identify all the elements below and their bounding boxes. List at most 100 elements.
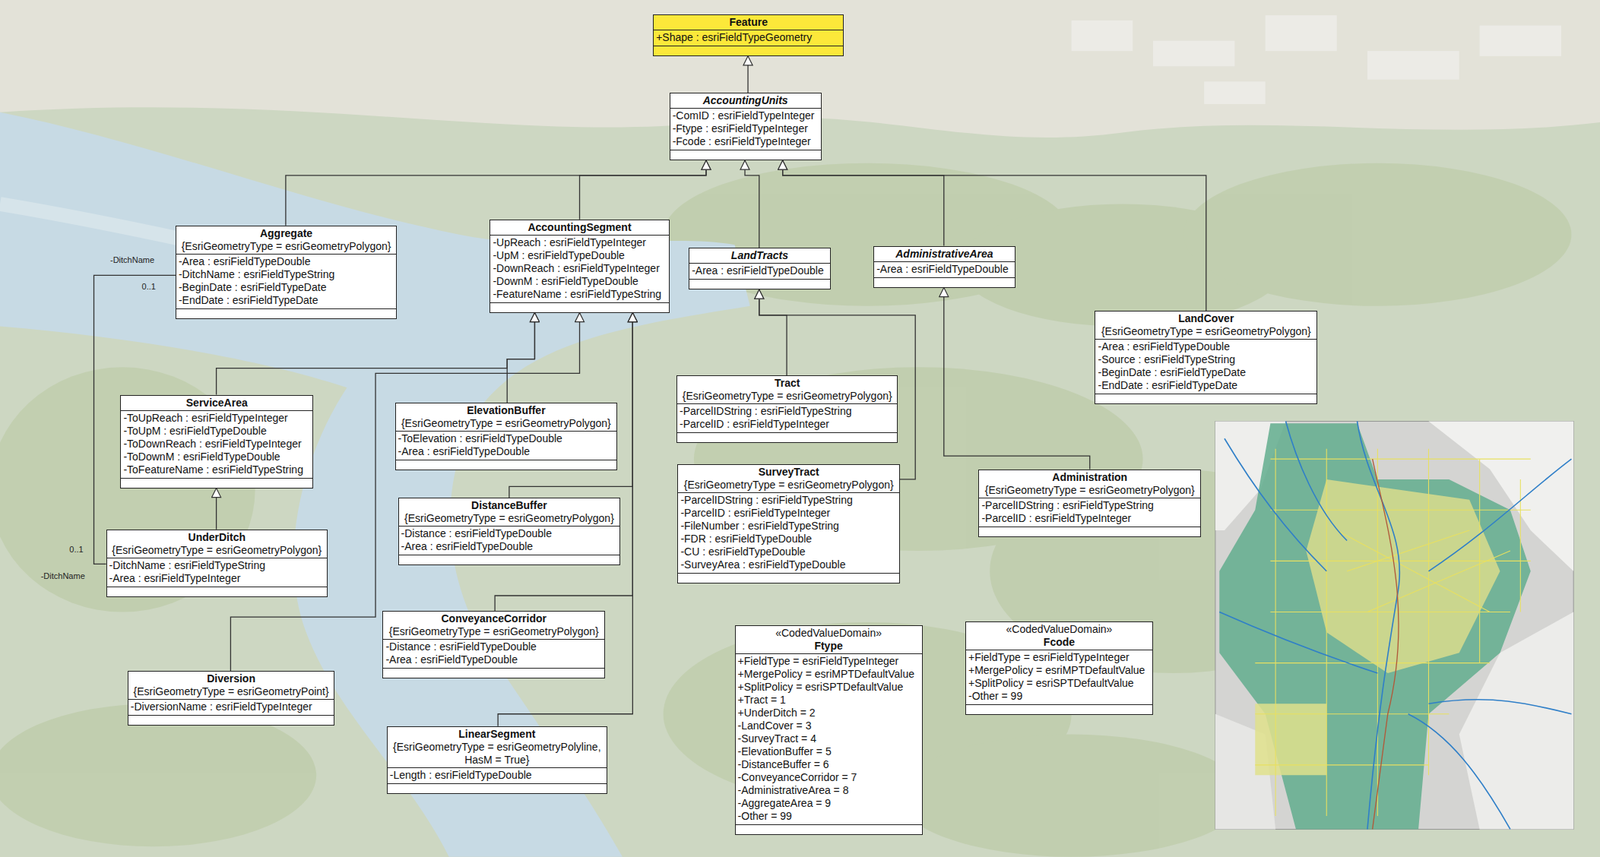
class-stereotype: «CodedValueDomain»	[968, 623, 1151, 637]
operation-list	[399, 555, 621, 565]
attribute-text: -LandCover = 3	[738, 719, 920, 733]
attribute-text: -Area : esriFieldTypeDouble	[401, 540, 618, 554]
class-header: LandCover{EsriGeometryType = esriGeometr…	[1095, 311, 1317, 340]
attribute-text: +Shape : esriFieldTypeGeometry	[655, 31, 841, 45]
attribute-text: -Area : esriFieldTypeDouble	[398, 445, 615, 459]
class-stereotype: {EsriGeometryType = esriGeometryPolygon}	[385, 625, 602, 639]
attribute-text: -ToDownReach : esriFieldTypeInteger	[123, 437, 311, 451]
class-name: ElevationBuffer	[398, 404, 615, 418]
class-stereotype: {EsriGeometryType = esriGeometryPolygon}	[981, 484, 1198, 498]
attribute-text: -ParcelIDString : esriFieldTypeString	[981, 499, 1198, 513]
attribute-text: +SplitPolicy = esriSPTDefaultValue	[968, 677, 1151, 691]
attribute-text: -SurveyTract = 4	[738, 732, 920, 746]
class-header: LandTracts	[689, 248, 831, 264]
operation-list	[670, 150, 821, 160]
attribute-text: -ParcelID : esriFieldTypeInteger	[680, 506, 897, 520]
class-name: LandTracts	[691, 249, 828, 263]
attribute-text: -EndDate : esriFieldTypeDate	[178, 294, 394, 308]
attribute-list: -ParcelIDString : esriFieldTypeString-Pa…	[979, 498, 1201, 528]
attribute-list: -ParcelIDString : esriFieldTypeString-Pa…	[678, 493, 900, 574]
attribute-text: -CU : esriFieldTypeDouble	[680, 545, 897, 559]
class-header: AccountingSegment	[490, 220, 669, 236]
attribute-list: -ToElevation : esriFieldTypeDouble-Area …	[396, 431, 618, 461]
operation-list	[979, 527, 1201, 537]
photo-river	[0, 112, 751, 857]
abstract-class-box: LandTracts-Area : esriFieldTypeDouble	[688, 247, 831, 290]
attribute-text: -DitchName : esriFieldTypeString	[178, 268, 394, 282]
attribute-list: -Area : esriFieldTypeDouble	[874, 262, 1015, 279]
class-name: LinearSegment	[389, 728, 605, 742]
attribute-text: -DitchName : esriFieldTypeString	[109, 559, 325, 573]
operation-list	[387, 784, 607, 794]
generalization-arrow	[747, 56, 748, 93]
attribute-list: -DiversionName : esriFieldTypeInteger	[128, 700, 335, 717]
attribute-text: +MergePolicy = esriMPTDefaultValue	[738, 668, 920, 682]
attribute-text: -Area : esriFieldTypeDouble	[1097, 340, 1315, 354]
class-header: AccountingUnits	[670, 93, 821, 109]
class-header: ConveyanceCorridor{EsriGeometryType = es…	[383, 611, 605, 640]
attribute-list: -Area : esriFieldTypeDouble	[689, 263, 831, 280]
attribute-list: -ToUpReach : esriFieldTypeInteger-ToUpM …	[120, 411, 313, 479]
operation-list	[120, 478, 313, 488]
attribute-text: -ComID : esriFieldTypeInteger	[672, 109, 819, 123]
attribute-text: -UpM : esriFieldTypeDouble	[492, 249, 666, 263]
attribute-list: -ParcelIDString : esriFieldTypeString-Pa…	[677, 404, 897, 434]
class-box: SurveyTract{EsriGeometryType = esriGeome…	[677, 464, 900, 584]
class-name: SurveyTract	[680, 465, 897, 479]
generalization-arrow	[579, 160, 707, 219]
attribute-text: +SplitPolicy = esriSPTDefaultValue	[738, 681, 920, 694]
generalization-arrow	[506, 313, 535, 404]
class-header: «CodedValueDomain»Fcode	[966, 622, 1153, 651]
attribute-text: +FieldType = esriFieldTypeInteger	[738, 655, 920, 669]
attribute-text: -ParcelIDString : esriFieldTypeString	[679, 405, 895, 419]
class-box: ServiceArea-ToUpReach : esriFieldTypeInt…	[120, 395, 314, 489]
attribute-text: -Area : esriFieldTypeDouble	[178, 255, 394, 269]
class-box: UnderDitch{EsriGeometryType = esriGeomet…	[106, 529, 328, 598]
operation-list	[653, 46, 843, 56]
class-header: DistanceBuffer{EsriGeometryType = esriGe…	[399, 498, 621, 527]
attribute-text: -Distance : esriFieldTypeDouble	[401, 527, 618, 541]
attribute-text: -Other = 99	[738, 810, 920, 824]
class-box: DistanceBuffer{EsriGeometryType = esriGe…	[398, 497, 621, 566]
class-name: LandCover	[1097, 312, 1315, 326]
attribute-list: -Distance : esriFieldTypeDouble-Area : e…	[383, 640, 605, 669]
attribute-text: -ToDownM : esriFieldTypeDouble	[123, 450, 311, 464]
attribute-text: -ParcelID : esriFieldTypeInteger	[981, 512, 1198, 526]
attribute-list: -Area : esriFieldTypeDouble-Source : esr…	[1095, 339, 1317, 395]
class-name: AccountingUnits	[672, 94, 819, 108]
operation-list	[107, 587, 327, 597]
generalization-arrow	[944, 288, 1090, 470]
attribute-text: -Distance : esriFieldTypeDouble	[385, 640, 602, 654]
class-name: ConveyanceCorridor	[385, 612, 602, 626]
multiplicity: 0..1	[69, 544, 83, 555]
class-header: ElevationBuffer{EsriGeometryType = esriG…	[396, 403, 618, 432]
class-name: DistanceBuffer	[401, 499, 618, 513]
class-stereotype: {EsriGeometryType = esriGeometryPolyline…	[389, 741, 605, 767]
class-stereotype: {EsriGeometryType = esriGeometryPolygon}	[680, 478, 897, 492]
attribute-text: -ToFeatureName : esriFieldTypeString	[123, 463, 311, 477]
attribute-list: -Distance : esriFieldTypeDouble-Area : e…	[399, 526, 621, 556]
class-name: Tract	[679, 377, 895, 390]
operation-list	[735, 825, 922, 835]
photo-hills	[0, 0, 1600, 138]
class-box: Aggregate{EsriGeometryType = esriGeometr…	[175, 225, 397, 320]
operation-list	[128, 716, 335, 726]
attribute-list: +FieldType = esriFieldTypeInteger+MergeP…	[735, 654, 922, 826]
attribute-text: -ToUpReach : esriFieldTypeInteger	[123, 411, 311, 425]
operation-list	[176, 309, 397, 319]
attribute-text: -Fcode : esriFieldTypeInteger	[672, 135, 819, 149]
class-box: ElevationBuffer{EsriGeometryType = esriG…	[395, 402, 618, 471]
attribute-text: -ParcelIDString : esriFieldTypeString	[680, 494, 897, 507]
attribute-list: -DitchName : esriFieldTypeString-Area : …	[107, 558, 327, 588]
multiplicity: 0..1	[142, 281, 156, 292]
attribute-list: +Shape : esriFieldTypeGeometry	[653, 30, 843, 47]
attribute-text: -UpReach : esriFieldTypeInteger	[492, 236, 666, 250]
generalization-arrow	[285, 160, 707, 226]
attribute-text: -DiversionName : esriFieldTypeInteger	[130, 700, 333, 714]
class-header: SurveyTract{EsriGeometryType = esriGeome…	[678, 465, 900, 494]
attribute-text: -ParcelID : esriFieldTypeInteger	[679, 418, 895, 431]
attribute-text: -Ftype : esriFieldTypeInteger	[672, 122, 819, 136]
attribute-text: -Area : esriFieldTypeDouble	[385, 653, 602, 667]
attribute-text: -ConveyanceCorridor = 7	[738, 771, 920, 785]
class-stereotype: {EsriGeometryType = esriGeometryPolygon}	[178, 240, 394, 254]
